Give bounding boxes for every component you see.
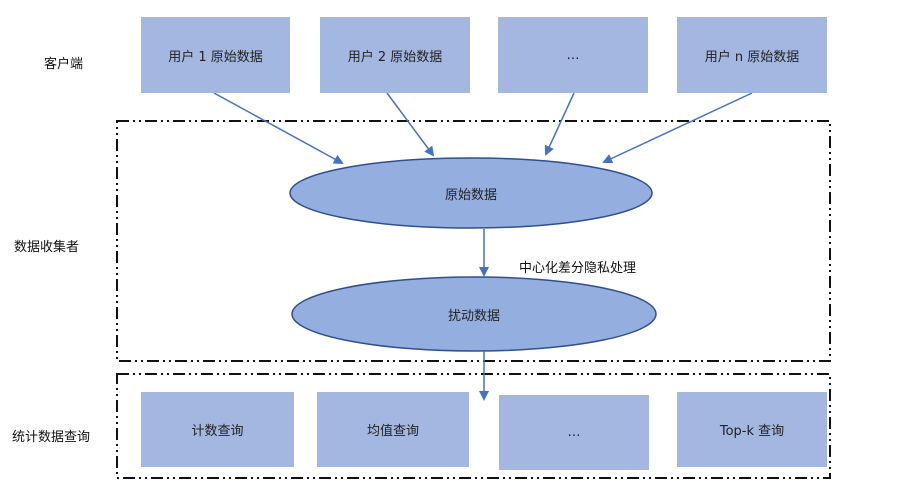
query-box-count: 计数查询	[141, 392, 294, 467]
client-box-user1: 用户 1 原始数据	[141, 17, 290, 93]
query-box-mean: 均值查询	[317, 392, 469, 467]
client-box-user2: 用户 2 原始数据	[320, 17, 470, 93]
layer-label-query: 统计数据查询	[12, 430, 91, 445]
layer-label-collector: 数据收集者	[14, 240, 80, 255]
arrow-user1-to-raw	[213, 92, 344, 164]
perturbed-data-ellipse	[291, 276, 657, 352]
client-box-usern: 用户 n 原始数据	[677, 17, 827, 93]
raw-data-ellipse	[289, 157, 653, 229]
client-box-ellipsis: …	[498, 17, 648, 93]
layer-label-client: 客户端	[44, 57, 84, 72]
arrow-usern-to-raw	[602, 92, 753, 164]
raw-data-label: 原始数据	[444, 187, 497, 203]
collector-region-border	[116, 120, 831, 362]
query-box-topk: Top-k 查询	[677, 392, 827, 467]
process-label: 中心化差分隐私处理	[519, 261, 637, 276]
arrow-user2-to-raw	[386, 92, 435, 157]
perturbed-data-label: 扰动数据	[447, 308, 500, 324]
query-region-border	[116, 373, 831, 479]
query-box-ellipsis: …	[499, 395, 649, 470]
arrow-ellipsis-to-raw	[544, 92, 575, 156]
